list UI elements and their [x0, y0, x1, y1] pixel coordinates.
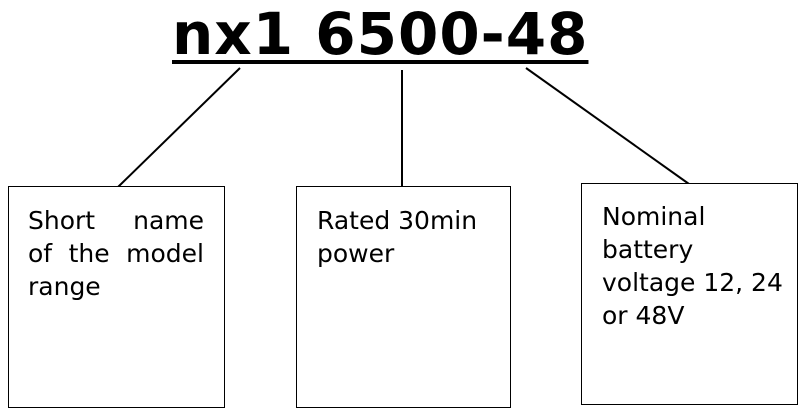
- rated-power-box: Rated 30min power: [296, 186, 511, 408]
- battery-voltage-box: Nominal battery voltage 12, 24 or 48V: [581, 183, 798, 405]
- model-code-title: nx1 6500-48: [172, 0, 589, 68]
- connector-model-range: [117, 67, 241, 188]
- model-range-box: Short name of the model range: [8, 186, 225, 408]
- model-range-label: Short name of the model range: [28, 206, 204, 301]
- connector-battery-voltage: [525, 67, 690, 185]
- rated-power-label: Rated 30min power: [317, 206, 478, 268]
- battery-voltage-label: Nominal battery voltage 12, 24 or 48V: [602, 202, 783, 330]
